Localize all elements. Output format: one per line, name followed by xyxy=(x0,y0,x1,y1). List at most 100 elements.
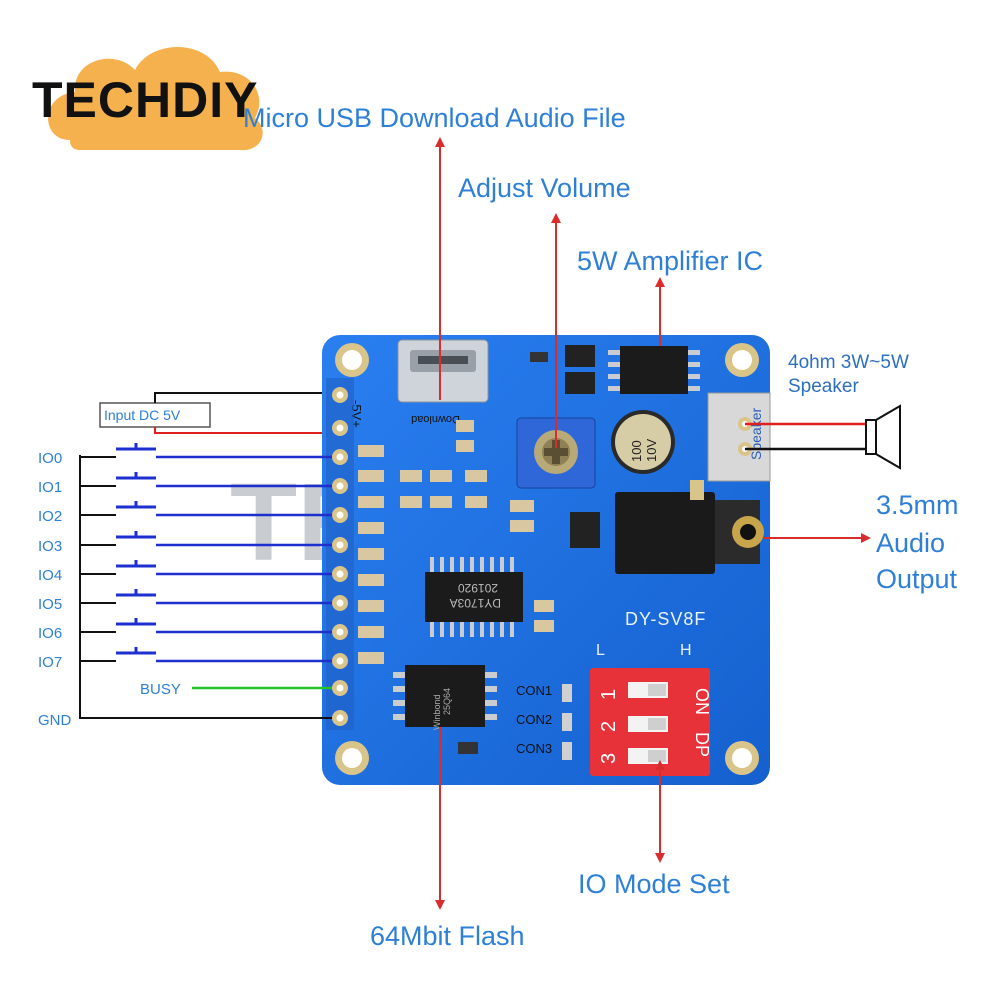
pin-pad xyxy=(332,624,348,640)
gnd-wire xyxy=(79,455,340,719)
download-silk: Download xyxy=(411,413,460,425)
pin-pad xyxy=(332,537,348,553)
amplifier-label: 5W Amplifier IC xyxy=(577,246,763,276)
io-row-io0: IO0 xyxy=(38,443,348,467)
power-wire-black xyxy=(154,392,340,403)
speaker-terminal: Speaker xyxy=(707,392,771,482)
io-label-io4: IO4 xyxy=(38,567,62,584)
speaker-label-2: Speaker xyxy=(788,376,859,397)
push-button-icon xyxy=(116,531,156,539)
speaker-icon xyxy=(865,404,901,470)
io-label-io5: IO5 xyxy=(38,596,62,613)
io-row-io3: IO3 xyxy=(38,531,348,555)
io-label-io0: IO0 xyxy=(38,450,62,467)
amplifier-chip xyxy=(608,346,700,394)
flash-label: 64Mbit Flash xyxy=(370,921,525,951)
capacitor-label-2: 10V xyxy=(644,439,659,462)
switch-number-3: 3 xyxy=(598,753,620,764)
push-button-icon xyxy=(116,501,156,509)
pin-pad xyxy=(332,387,348,403)
mount-hole xyxy=(335,741,369,775)
io-label-io1: IO1 xyxy=(38,479,62,496)
io-label-io6: IO6 xyxy=(38,625,62,642)
pin-pad xyxy=(332,507,348,523)
switch-high-label: H xyxy=(680,642,692,659)
input-dc-box: Input DC 5V xyxy=(99,402,211,428)
speaker-silk: Speaker xyxy=(748,408,764,460)
con1-label: CON1 xyxy=(516,683,552,698)
mount-hole xyxy=(725,343,759,377)
pin-pad xyxy=(332,478,348,494)
speaker-label-1: 4ohm 3W~5W xyxy=(788,352,909,373)
pin-pad xyxy=(332,566,348,582)
cloud-icon xyxy=(48,47,263,151)
io-row-io7: IO7 xyxy=(38,647,348,671)
pin-header xyxy=(326,378,354,730)
pcb-board: Download -5V+ 100 xyxy=(322,335,771,785)
switch-on-label: ON xyxy=(692,688,712,715)
push-button-icon xyxy=(116,589,156,597)
io-row-io6: IO6 xyxy=(38,618,348,642)
audio-label-3: Output xyxy=(876,564,958,594)
micro-usb-port xyxy=(397,339,489,403)
capacitor-label-1: 100 xyxy=(629,440,644,462)
io-row-io1: IO1 xyxy=(38,472,348,496)
audio-label-2: Audio xyxy=(876,528,945,558)
flash-chip: Winbond 25Q64 xyxy=(393,665,497,730)
model-label: DY-SV8F xyxy=(625,609,706,629)
push-button-icon xyxy=(116,443,156,451)
mount-hole xyxy=(335,343,369,377)
smd-array xyxy=(358,420,554,664)
io-label-io3: IO3 xyxy=(38,538,62,555)
push-button-icon xyxy=(116,560,156,568)
push-button-icon xyxy=(116,618,156,626)
decoder-chip: DY1703A 201920 xyxy=(425,557,523,637)
flash-chip-label-2: 25Q64 xyxy=(442,688,452,715)
power-wire-red xyxy=(154,427,340,434)
smd-part xyxy=(562,713,572,731)
gnd-label: GND xyxy=(38,712,72,729)
logo: TECHDIY xyxy=(32,47,263,151)
io-label-io7: IO7 xyxy=(38,654,62,671)
input-dc-label: Input DC 5V xyxy=(104,407,181,423)
pin-pad xyxy=(332,710,348,726)
pin-pad xyxy=(332,653,348,669)
decoder-chip-label-1: DY1703A xyxy=(450,596,501,610)
con2-label: CON2 xyxy=(516,712,552,727)
push-button-icon xyxy=(116,647,156,655)
switch-number-1: 1 xyxy=(598,689,620,700)
io-row-io5: IO5 xyxy=(38,589,348,613)
smd-part xyxy=(530,352,548,362)
audio-jack xyxy=(615,480,764,574)
push-button-icon xyxy=(116,472,156,480)
pin-pad xyxy=(332,680,348,696)
usb-label: Micro USB Download Audio File xyxy=(243,103,626,133)
io-row-io2: IO2 xyxy=(38,501,348,525)
switch-number-2: 2 xyxy=(598,721,620,732)
io-label-io2: IO2 xyxy=(38,508,62,525)
pin-pad xyxy=(332,595,348,611)
decoder-chip-label-2: 201920 xyxy=(458,581,498,595)
capacitor: 100 10V xyxy=(611,410,675,474)
con3-label: CON3 xyxy=(516,741,552,756)
smd-part xyxy=(458,742,478,754)
switch-dp-label: DP xyxy=(692,732,712,757)
smd-part xyxy=(565,345,595,367)
volume-potentiometer xyxy=(516,417,596,489)
flash-chip-label-1: Winbond xyxy=(432,694,442,730)
smd-part xyxy=(570,512,600,548)
dip-switch: 1 2 3 ON DP xyxy=(590,668,712,776)
logo-text: TECHDIY xyxy=(32,72,258,128)
smd-part xyxy=(562,684,572,702)
volume-label: Adjust Volume xyxy=(458,173,631,203)
io-mode-label: IO Mode Set xyxy=(578,869,730,899)
switch-low-label: L xyxy=(596,642,605,659)
mount-hole xyxy=(725,741,759,775)
smd-part xyxy=(562,742,572,760)
pin-pad xyxy=(332,420,348,436)
busy-label: BUSY xyxy=(140,681,181,698)
pin-pad xyxy=(332,449,348,465)
audio-label-1: 3.5mm xyxy=(876,490,959,520)
